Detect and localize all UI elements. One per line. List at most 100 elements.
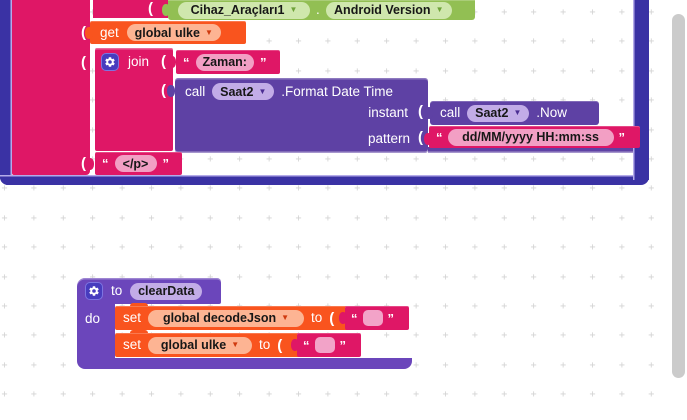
- set-variable-block[interactable]: set global decodeJson ▼ to (: [115, 306, 353, 330]
- get-variable-block[interactable]: get global ulke ▼: [90, 21, 246, 44]
- open-quote: “: [183, 54, 190, 70]
- grid-dot: +: [1, 242, 8, 254]
- call-block-bottom-edge[interactable]: [428, 147, 633, 153]
- outer-wrapper-block-bottom-edge[interactable]: [0, 175, 649, 185]
- grid-dot: +: [383, 389, 390, 401]
- call-keyword: call: [440, 105, 461, 121]
- grid-dot: +: [589, 65, 596, 77]
- close-quote: ”: [339, 337, 347, 353]
- grid-dot: +: [324, 154, 331, 165]
- grid-dot: +: [266, 183, 273, 195]
- grid-dot: +: [30, 301, 37, 312]
- set-variable-block[interactable]: set global ulke ▼ to (: [115, 333, 304, 357]
- grid-dot: +: [30, 389, 37, 401]
- grid-dot: +: [560, 242, 567, 254]
- grid-dot: +: [618, 359, 625, 371]
- grid-dot: +: [589, 183, 596, 195]
- variable-dropdown[interactable]: global ulke ▼: [148, 336, 253, 354]
- component-dropdown[interactable]: Saat2 ▼: [467, 104, 530, 122]
- grid-dot: +: [413, 359, 420, 371]
- dropdown-icon: ▼: [258, 86, 267, 96]
- string-field[interactable]: [314, 337, 335, 353]
- text-block-pattern[interactable]: “ dd/MM/yyyy HH:mm:ss ”: [429, 126, 640, 148]
- vertical-scrollbar[interactable]: [672, 14, 685, 378]
- dropdown-icon: ▼: [281, 313, 290, 322]
- component-dropdown[interactable]: Cihaz_Araçları1 ▼: [178, 1, 310, 19]
- inner-join-block[interactable]: join ( (: [95, 48, 173, 151]
- grid-dot: +: [295, 65, 302, 77]
- procedure-block-left-spine[interactable]: [77, 302, 115, 360]
- grid-dot: +: [266, 36, 273, 48]
- text-block-zaman[interactable]: “ Zaman: ”: [176, 50, 280, 74]
- string-field[interactable]: </p>: [114, 155, 157, 172]
- grid-dot: +: [119, 272, 125, 283]
- dropdown-icon: ▼: [513, 108, 522, 117]
- grid-dot: +: [30, 183, 37, 195]
- grid-dot: +: [530, 183, 537, 195]
- grid-dot: +: [648, 389, 655, 401]
- grid-dot: +: [530, 330, 537, 342]
- grid-dot: +: [266, 212, 273, 224]
- grid-dot: +: [295, 212, 302, 224]
- variable-dropdown[interactable]: global ulke ▼: [126, 24, 221, 41]
- grid-dot: +: [530, 212, 537, 224]
- puzzle-tab: [339, 312, 347, 324]
- grid-dot: +: [442, 271, 449, 283]
- grid-dot: +: [501, 330, 508, 342]
- grid-dot: +: [471, 212, 478, 224]
- grid-dot: +: [1, 271, 8, 283]
- call-now-block[interactable]: call Saat2 ▼ .Now: [430, 101, 599, 125]
- string-field[interactable]: [362, 310, 383, 326]
- mutator-gear-icon[interactable]: [85, 282, 103, 300]
- grid-dot: +: [89, 183, 96, 195]
- grid-dot: +: [618, 271, 625, 283]
- grid-dot: +: [1, 359, 8, 371]
- grid-dot: +: [383, 183, 390, 195]
- grid-dot: +: [471, 271, 478, 283]
- variable-dropdown[interactable]: global decodeJson ▼: [148, 309, 305, 327]
- grid-dot: +: [236, 389, 243, 401]
- outer-wrapper-block-left-edge[interactable]: [0, 0, 12, 185]
- socket-notch: (: [418, 103, 423, 120]
- grid-dot: +: [60, 242, 67, 254]
- grid-dot: +: [442, 65, 449, 77]
- grid-dot: +: [119, 389, 126, 401]
- grid-dot: +: [560, 212, 567, 224]
- grid-dot: +: [90, 8, 96, 18]
- string-field[interactable]: dd/MM/yyyy HH:mm:ss: [447, 128, 614, 146]
- empty-string-block[interactable]: “ ”: [297, 333, 361, 357]
- outer-join-block[interactable]: [12, 0, 90, 175]
- outer-wrapper-block-right-edge[interactable]: [633, 0, 649, 180]
- grid-dot: +: [89, 124, 96, 136]
- nested-join-top-block[interactable]: [93, 0, 168, 18]
- call-format-datetime-block[interactable]: call Saat2 ▼ .Format Date Time instant (…: [175, 78, 428, 153]
- grid-dot: +: [207, 242, 214, 254]
- grid-dot: +: [89, 242, 96, 254]
- mutator-gear-icon[interactable]: [101, 53, 119, 71]
- empty-string-block[interactable]: “ ”: [345, 306, 409, 330]
- socket-notch: (: [161, 53, 166, 70]
- procedure-define-block[interactable]: to clearData: [77, 278, 221, 304]
- get-keyword: get: [100, 24, 119, 40]
- grid-dot: +: [589, 330, 596, 342]
- property-dropdown[interactable]: Android Version ▼: [325, 1, 452, 19]
- grid-dot: +: [236, 212, 243, 224]
- grid-dot: +: [60, 183, 67, 195]
- puzzle-tab: [86, 158, 94, 170]
- component-dropdown[interactable]: Saat2 ▼: [212, 83, 275, 100]
- gear-icon: [105, 57, 115, 67]
- grid-dot: +: [207, 183, 214, 195]
- grid-dot: +: [501, 65, 508, 77]
- grid-dot: +: [413, 65, 420, 77]
- procedure-block-bottom-edge[interactable]: [77, 358, 412, 369]
- string-field[interactable]: Zaman:: [195, 53, 254, 71]
- socket-notch: (: [81, 54, 86, 71]
- device-property-block[interactable]: Cihaz_Araçları1 ▼ . Android Version ▼: [168, 0, 475, 20]
- text-block-close-tag[interactable]: “ </p> ”: [95, 152, 182, 175]
- grid-dot: +: [560, 65, 567, 77]
- puzzle-tab: [167, 85, 175, 97]
- procedure-name-field[interactable]: clearData: [130, 282, 203, 300]
- grid-dot: +: [560, 301, 567, 312]
- grid-dot: +: [618, 389, 625, 401]
